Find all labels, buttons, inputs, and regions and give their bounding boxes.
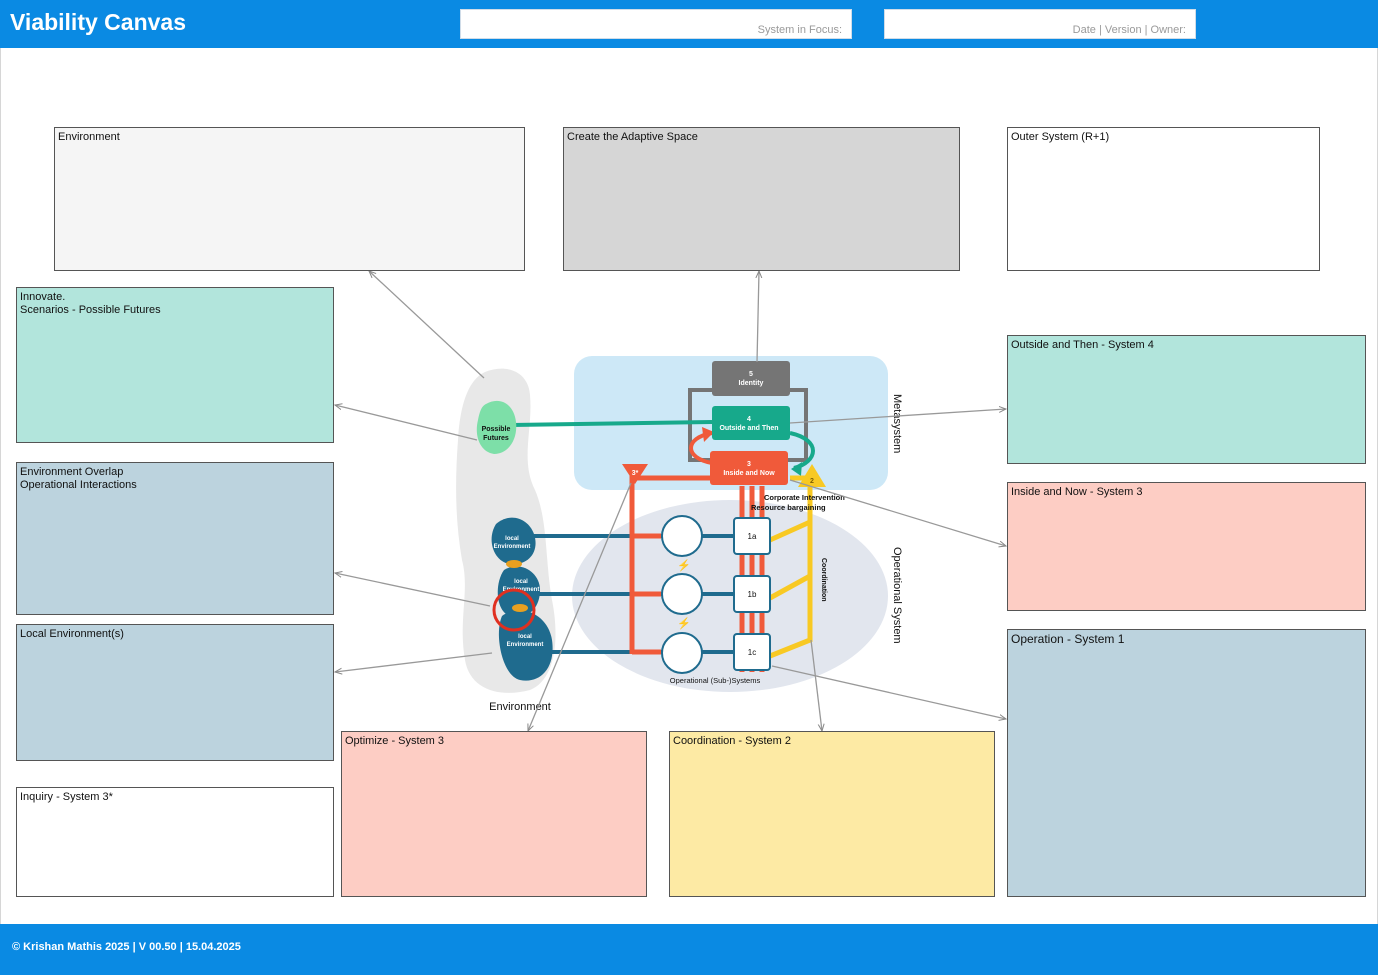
app-title: Viability Canvas <box>10 9 186 35</box>
footer-bar: © Krishan Mathis 2025 | V 00.50 | 15.04.… <box>0 924 1378 975</box>
s4-s3-loop-left-head <box>702 427 714 442</box>
environment-overlap-box[interactable]: Environment Overlap Operational Interact… <box>16 462 334 615</box>
local-env-3-line1: local <box>518 634 532 640</box>
innovate-box[interactable]: Innovate. Scenarios - Possible Futures <box>16 287 334 443</box>
coordination-vertical-label: Coordination <box>820 558 827 602</box>
date-version-owner-field[interactable]: Date | Version | Owner: <box>884 9 1196 39</box>
system4-label: Outside and Then <box>719 425 778 432</box>
resource-bargaining-label: Resource bargaining <box>751 503 826 512</box>
environment-box-label: Environment <box>58 131 120 143</box>
adaptive-space-box-label: Create the Adaptive Space <box>567 131 698 143</box>
system3-star-label: 3* <box>632 470 639 477</box>
possible-futures-line2: Futures <box>483 435 509 442</box>
header-bar: Viability Canvas System in Focus: Date |… <box>0 0 1378 48</box>
possible-futures-line1: Possible <box>482 426 511 433</box>
system5-number: 5 <box>749 371 753 378</box>
metasystem-label: Metasystem <box>891 394 903 453</box>
adaptive-space-box[interactable]: Create the Adaptive Space <box>563 127 960 271</box>
system3-inside-now-box[interactable]: Inside and Now - System 3 <box>1007 482 1366 611</box>
copyright-text: © Krishan Mathis 2025 | V 00.50 | 15.04.… <box>12 941 241 953</box>
system-in-focus-field[interactable]: System in Focus: <box>460 9 852 39</box>
optimize-box-label: Optimize - System 3 <box>345 735 445 747</box>
local-environments-box-label: Local Environment(s) <box>20 628 124 640</box>
system5-identity-box <box>712 361 790 396</box>
s4-s3-loop-right-head <box>791 462 802 476</box>
operational-system-label: Operational System <box>891 547 903 644</box>
system4-futures-channel <box>511 420 713 427</box>
unit-1a-label: 1a <box>748 532 757 541</box>
environment-overlap-box-label: Environment Overlap Operational Interact… <box>20 466 137 492</box>
system4-box <box>712 406 790 440</box>
coordination-box-label: Coordination - System 2 <box>673 735 791 747</box>
local-env-2-line1: local <box>514 579 528 585</box>
environment-box[interactable]: Environment <box>54 127 525 271</box>
innovate-label-line1: Innovate. <box>20 291 66 303</box>
system5-label: Identity <box>739 380 764 387</box>
innovate-box-label: Innovate. Scenarios - Possible Futures <box>20 291 161 317</box>
system2-channels <box>768 475 813 659</box>
op-subsystems-label: Operational (Sub-)Systems <box>670 676 761 685</box>
system3-star-triangle <box>622 464 648 484</box>
environment-diagram-label: Environment <box>489 701 551 713</box>
system4-number: 4 <box>747 416 751 423</box>
possible-futures-blob <box>476 400 517 454</box>
local-env-1-line1: local <box>505 536 519 542</box>
system4-box-label: Outside and Then - System 4 <box>1011 339 1154 351</box>
corporate-intervention-label: Corporate Intervention <box>764 493 845 502</box>
inquiry-box-label: Inquiry - System 3* <box>20 791 113 803</box>
system3-box-label: Inside and Now - System 3 <box>1011 486 1143 498</box>
system1-management-units <box>733 517 771 671</box>
innovate-label-line2: Scenarios - Possible Futures <box>20 304 161 316</box>
operations-circles <box>661 515 703 674</box>
oscillation-marker-bottom: ⚡ <box>677 617 691 630</box>
env-overlap-label-line1: Environment Overlap <box>20 466 124 478</box>
system4-outside-then-box[interactable]: Outside and Then - System 4 <box>1007 335 1366 464</box>
optimize-box[interactable]: Optimize - System 3 <box>341 731 647 897</box>
overlap-highlight-circle <box>492 588 536 632</box>
system1-operation-box[interactable]: Operation - System 1 <box>1007 629 1366 897</box>
unit-1c-label: 1c <box>748 648 756 657</box>
outer-system-box[interactable]: Outer System (R+1) <box>1007 127 1320 271</box>
system2-triangle <box>798 464 826 487</box>
overlap-marker-top <box>506 560 522 568</box>
system5-right-bracket <box>788 388 808 462</box>
system2-label: 2 <box>810 478 814 485</box>
connector-lines <box>335 271 1006 731</box>
inquiry-box[interactable]: Inquiry - System 3* <box>16 787 334 897</box>
local-environment-blobs <box>491 517 553 681</box>
overlap-marker-bottom <box>512 604 528 612</box>
system3-label: Inside and Now <box>723 470 775 477</box>
system1-box-label: Operation - System 1 <box>1011 632 1125 646</box>
local-env-1-line2: Environment <box>494 544 531 550</box>
env-overlap-label-line2: Operational Interactions <box>20 479 137 491</box>
coordination-box[interactable]: Coordination - System 2 <box>669 731 995 897</box>
date-version-owner-placeholder: Date | Version | Owner: <box>1072 24 1186 36</box>
outer-system-box-label: Outer System (R+1) <box>1011 131 1110 143</box>
local-env-3-line2: Environment <box>507 642 544 648</box>
oscillation-marker-top: ⚡ <box>677 559 691 572</box>
system3-box <box>710 451 788 485</box>
local-environments-box[interactable]: Local Environment(s) <box>16 624 334 761</box>
system3-number: 3 <box>747 461 751 468</box>
system-in-focus-placeholder: System in Focus: <box>757 24 842 36</box>
unit-1b-label: 1b <box>748 590 757 599</box>
